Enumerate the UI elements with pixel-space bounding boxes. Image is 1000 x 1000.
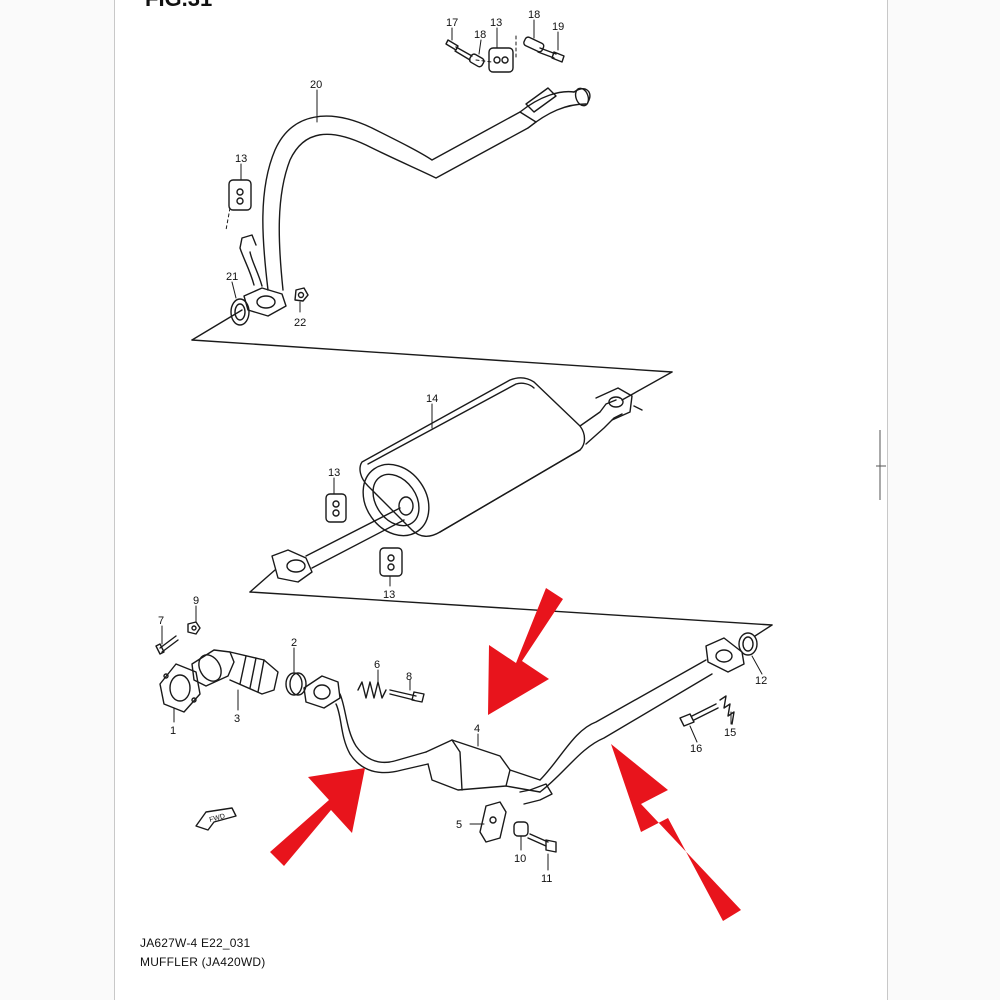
callout-13-muffler-b: 13 (383, 589, 395, 601)
callout-10: 10 (514, 853, 526, 865)
bolt-16 (679, 703, 719, 727)
bolt-11 (527, 833, 557, 853)
arrow-to-front-pipe-bend (270, 768, 365, 866)
callout-13-muffler-a: 13 (328, 467, 340, 479)
page-margin-right (887, 0, 1000, 1000)
callout-21: 21 (226, 271, 238, 283)
arrow-to-front-pipe-rear (611, 744, 741, 921)
arrow-to-part-4 (488, 588, 563, 715)
callout-12: 12 (755, 675, 767, 687)
callout-18-left: 18 (474, 29, 486, 41)
bolt-8 (389, 689, 425, 703)
gasket-21 (230, 298, 250, 326)
callout-19: 19 (552, 21, 564, 33)
stud-bolt-7 (155, 635, 179, 655)
drawing-title: MUFFLER (JA420WD) (140, 955, 266, 969)
tail-pipe (239, 87, 591, 291)
callout-7: 7 (158, 615, 164, 627)
tail-pipe-flange (243, 287, 287, 317)
gasket-1 (159, 663, 201, 713)
intermediate-pipe (271, 507, 405, 583)
leader-dashes-top (225, 35, 517, 231)
callout-20: 20 (310, 79, 322, 91)
spring-15 (719, 695, 735, 725)
front-pipe-4 (303, 637, 745, 805)
bolt-17 (445, 39, 473, 61)
page-margin-left (0, 0, 114, 1000)
callout-14: 14 (426, 393, 438, 405)
callout-11: 11 (541, 873, 552, 885)
gasket-2 (285, 672, 307, 696)
callout-5: 5 (456, 819, 462, 831)
callout-15: 15 (724, 727, 736, 739)
hanger-13-muffler-b (379, 547, 403, 577)
bushing-10 (513, 821, 529, 837)
callout-6: 6 (374, 659, 380, 671)
group-outline-top (191, 309, 673, 401)
callout-22: 22 (294, 317, 306, 329)
spring-6 (357, 681, 387, 699)
hanger-13-left (228, 179, 252, 211)
drawing-code: JA627W-4 E22_031 (140, 936, 251, 950)
callout-18-right: 18 (528, 9, 540, 21)
gasket-12 (738, 632, 758, 656)
catalytic-converter-3 (191, 649, 279, 695)
bolt-19 (537, 47, 565, 63)
callout-2: 2 (291, 637, 297, 649)
callout-16: 16 (690, 743, 702, 755)
callout-1: 1 (170, 725, 176, 737)
figure-heading: FIG.31 (145, 0, 212, 12)
callout-3: 3 (234, 713, 240, 725)
fwd-arrow-icon (195, 807, 237, 831)
leader-lines (161, 19, 763, 871)
fwd-label: FWD (209, 813, 226, 824)
hanger-13-muffler-a (325, 493, 347, 523)
main-muffler (359, 377, 643, 537)
callout-13-left: 13 (235, 153, 247, 165)
callout-13-top: 13 (490, 17, 502, 29)
group-outline-middle (249, 569, 773, 637)
hanger-13-top (488, 47, 514, 73)
bracket-5 (479, 801, 507, 843)
callout-17: 17 (446, 17, 458, 29)
nut-22 (294, 287, 309, 302)
callout-4: 4 (474, 723, 480, 735)
callout-8: 8 (406, 671, 412, 683)
nut-9 (187, 621, 201, 635)
callout-9: 9 (193, 595, 199, 607)
